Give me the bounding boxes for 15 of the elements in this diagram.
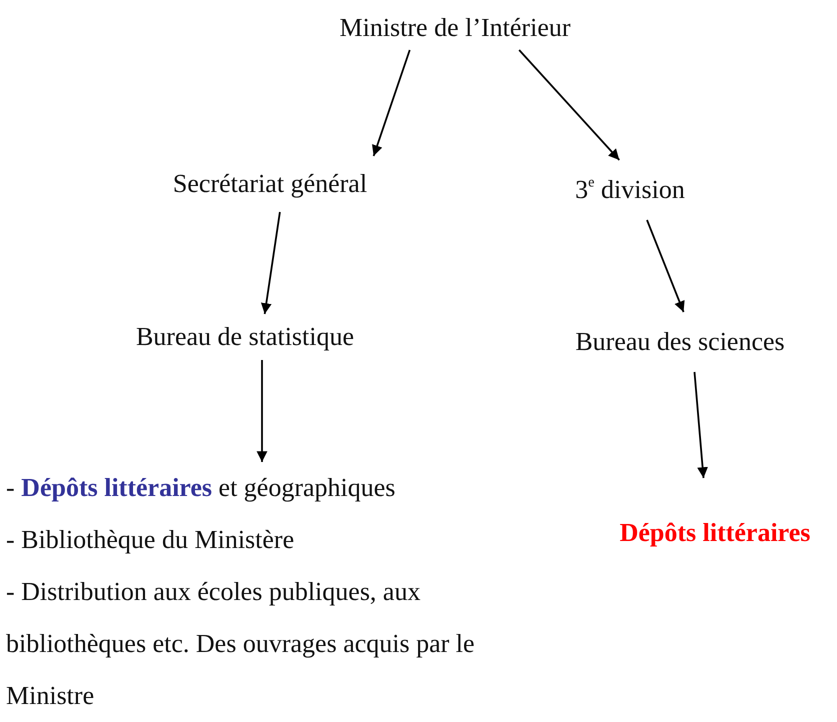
arrow xyxy=(646,220,685,312)
unit-label: Secrétariat général xyxy=(172,169,368,199)
arrow xyxy=(372,50,411,156)
highlight-label: Dépôts littéraires xyxy=(620,518,810,548)
list-item-text: - Bibliothèque du Ministère xyxy=(6,524,294,556)
arrow xyxy=(518,49,620,161)
unit-label: 3$^{e}$ division xyxy=(575,175,685,205)
unit-label: Bureau de statistique xyxy=(136,322,354,352)
unit-label: Ministre de l’Intérieur xyxy=(339,12,571,42)
list-item-text: - Dépôts littéraires et géographiques xyxy=(6,472,396,504)
arrow xyxy=(256,360,268,462)
list-item-text: - Distribution aux écoles publiques, aux bibliothèques etc. Des ouvrages acquis par le Ministre xyxy=(6,576,476,712)
unit-label: Bureau des sciences xyxy=(575,327,785,357)
arrow xyxy=(694,372,708,478)
arrow xyxy=(260,212,281,314)
